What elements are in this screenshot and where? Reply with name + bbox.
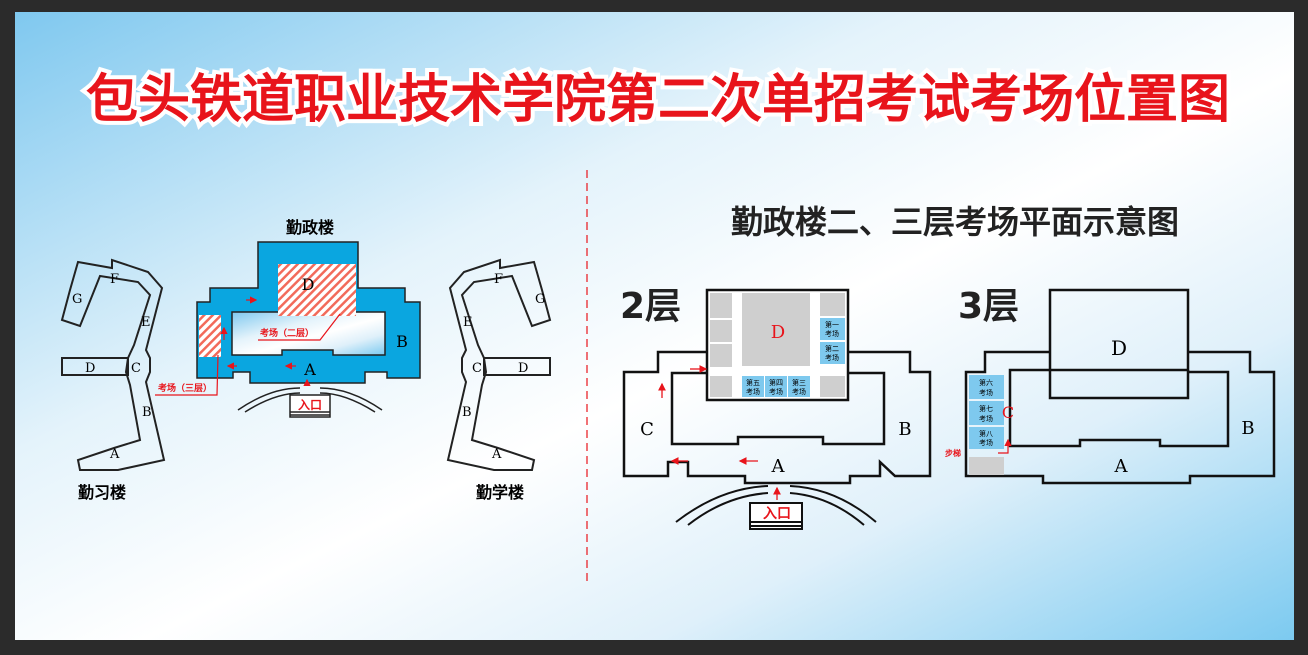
svg-text:第八: 第八: [979, 429, 993, 438]
qinzheng-entrance-steps: [237, 387, 383, 418]
qinxue-wing-b: B: [462, 405, 472, 420]
qinxi-label: 勤习楼: [78, 483, 126, 502]
floor2-room-5: 第五 考场: [742, 376, 764, 397]
qinzheng-block-a: A: [303, 360, 316, 379]
svg-text:第四: 第四: [769, 378, 783, 387]
svg-text:考场: 考场: [825, 329, 839, 338]
qinxue-wing-c: C: [472, 361, 482, 376]
qinxi-wing-c: C: [131, 361, 141, 376]
svg-text:第五: 第五: [746, 378, 760, 387]
qinzheng-block-b: B: [396, 332, 408, 351]
floor2-block-a: A: [771, 456, 786, 477]
qinxue-wing-d: D: [518, 361, 528, 376]
floor3-stair-area: [969, 457, 1004, 475]
qinxue-building: [446, 258, 552, 471]
route-arrows: [155, 296, 341, 396]
qinxi-building: [60, 258, 166, 471]
floor2-label: 2层: [620, 286, 681, 327]
floor3-stairs-label: 步梯: [945, 448, 961, 458]
qinxi-wing-d: D: [85, 361, 95, 376]
qinxue-wing-g: G: [535, 292, 545, 307]
floor3-room-6: 第六 考场: [969, 375, 1004, 399]
svg-text:第二: 第二: [825, 344, 839, 353]
qinxi-wing-b: B: [142, 405, 152, 420]
exam-3f-label: 考场（三层）: [158, 382, 212, 394]
qinxi-wing-a: A: [109, 447, 120, 462]
floor3-block-c: C: [1002, 403, 1014, 422]
floor3-room-7: 第七 考场: [969, 401, 1004, 425]
floor3-label: 3层: [958, 286, 1019, 327]
qinxi-wing-e: E: [141, 315, 151, 330]
right-title: 勤政楼二、三层考场平面示意图: [731, 203, 1179, 241]
svg-text:考场: 考场: [769, 387, 783, 396]
floor2-entrance-label: 入口: [763, 506, 791, 522]
qinxue-label: 勤学楼: [476, 483, 524, 502]
svg-text:考场: 考场: [792, 387, 806, 396]
floor3-room-8: 第八 考场: [969, 427, 1004, 449]
qinzheng-block-d: D: [302, 275, 315, 294]
svg-text:考场: 考场: [825, 353, 839, 362]
floor3-plan: [964, 288, 1276, 485]
svg-text:第三: 第三: [792, 378, 806, 387]
svg-text:考场: 考场: [746, 387, 760, 396]
floor2-room-2: 第二 考场: [820, 342, 845, 364]
floor3-route-arrow: [998, 438, 1012, 454]
floor2-room-1: 第一 考场: [820, 318, 845, 340]
floor2-block-c: C: [640, 419, 654, 440]
qinzheng-entrance-label: 入口: [298, 398, 322, 412]
qinxue-wing-e: E: [463, 315, 473, 330]
qinzheng-building: [196, 241, 421, 384]
floor2-entrance-steps: [675, 485, 877, 530]
floor2-plan: [622, 350, 932, 485]
floor3-block-a: A: [1114, 456, 1129, 477]
qinxue-wing-f: F: [494, 272, 503, 287]
floor2-block-b: B: [898, 419, 911, 440]
svg-text:考场: 考场: [979, 438, 993, 447]
qinxi-wing-f: F: [110, 272, 119, 287]
svg-text:第六: 第六: [979, 378, 993, 387]
exam-2f-label: 考场（二层）: [260, 327, 314, 339]
svg-text:考场: 考场: [979, 388, 993, 397]
qinxue-wing-a: A: [491, 447, 502, 462]
svg-text:第七: 第七: [979, 404, 993, 413]
qinxi-wing-g: G: [72, 292, 82, 307]
floor2-block-d: D: [771, 322, 785, 343]
poster-title: 包头铁道职业技术学院第二次单招考试考场位置图: [86, 70, 1230, 130]
svg-text:考场: 考场: [979, 414, 993, 423]
qinzheng-label: 勤政楼: [286, 218, 334, 237]
svg-text:第一: 第一: [825, 320, 839, 329]
floor2-room-4: 第四 考场: [765, 376, 787, 397]
floor3-block-b: B: [1241, 418, 1254, 439]
floor2-route-arrows: [658, 365, 781, 500]
floor2-room-3: 第三 考场: [788, 376, 810, 397]
floor3-block-d: D: [1111, 336, 1127, 360]
